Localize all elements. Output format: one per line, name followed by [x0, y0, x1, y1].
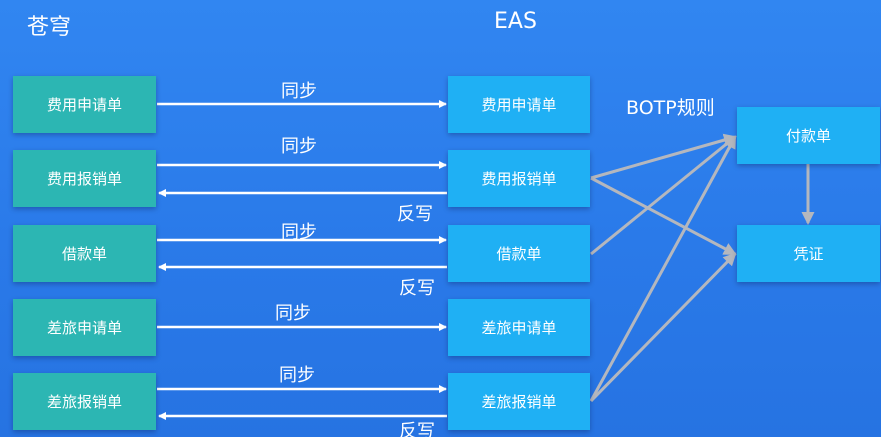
- sync-label-loan: 同步: [281, 222, 317, 243]
- left-box-loan: 借款单: [13, 225, 156, 282]
- botp-rule-label: BOTP规则: [626, 97, 715, 119]
- left-box-expense-claim: 费用报销单: [13, 150, 156, 207]
- eas-box-expense-claim: 费用报销单: [448, 150, 590, 207]
- eas-box-expense-request: 费用申请单: [448, 76, 590, 133]
- left-box-travel-claim: 差旅报销单: [13, 373, 156, 430]
- botp-arrow-travel-claim-to-voucher: [589, 252, 737, 403]
- left-box-travel-request: 差旅申请单: [13, 299, 156, 356]
- left-system-heading: 苍穹: [27, 15, 72, 40]
- botp-arrow-expense-claim-to-voucher: [590, 176, 737, 256]
- writeback-label-loan: 反写: [399, 278, 435, 299]
- botp-arrow-loan-to-payment: [590, 135, 737, 256]
- eas-box-travel-claim: 差旅报销单: [448, 373, 590, 430]
- left-box-expense-request: 费用申请单: [13, 76, 156, 133]
- right-box-voucher: 凭证: [737, 225, 880, 282]
- eas-box-loan: 借款单: [448, 225, 590, 282]
- botp-arrow-expense-claim-to-payment: [590, 133, 737, 180]
- writeback-label-expense-claim: 反写: [397, 204, 433, 225]
- writeback-label-travel-claim: 反写: [399, 421, 435, 437]
- botp-arrow-travel-claim-to-payment: [589, 135, 737, 402]
- sync-label-expense-claim: 同步: [281, 136, 317, 157]
- right-box-payment: 付款单: [737, 107, 880, 164]
- middle-system-heading: EAS: [494, 9, 537, 34]
- sync-label-travel-request: 同步: [275, 303, 311, 324]
- sync-label-travel-claim: 同步: [279, 365, 315, 386]
- eas-box-travel-request: 差旅申请单: [448, 299, 590, 356]
- sync-label-expense-request: 同步: [281, 81, 317, 102]
